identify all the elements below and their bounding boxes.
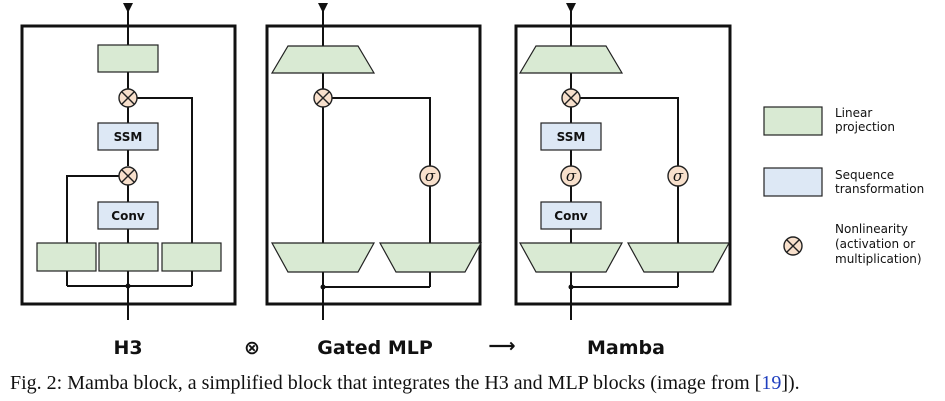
gated-mlp-input-linear-projection-left <box>270 242 376 273</box>
gated-mlp-output-linear-projection <box>270 45 376 74</box>
gated-mlp-junction-dot <box>320 284 326 290</box>
caption-suffix: ]). <box>781 372 800 394</box>
h3-title: H3 <box>113 337 142 359</box>
mamba-input-wire <box>570 272 679 320</box>
h3-lower-multiply-node <box>118 166 138 186</box>
h3-right-branch-wire <box>137 97 193 243</box>
gated-mlp-gate-wire <box>332 97 431 243</box>
mamba-gate-wire <box>580 97 679 243</box>
gated-mlp-input-wire <box>322 272 431 320</box>
gated-mlp-input-linear-projection-right <box>378 242 483 273</box>
mamba-input-linear-projection-right <box>626 242 731 273</box>
mamba-title: Mamba <box>587 337 665 359</box>
architecture-diagram: SSM Conv σ <box>20 3 924 359</box>
h3-ssm-box <box>97 122 159 151</box>
h3-junction-dot <box>125 283 131 289</box>
mamba-ssm-label: SSM <box>557 130 586 144</box>
mamba-junction-dot <box>568 284 574 290</box>
legend-linear-projection-swatch <box>763 106 823 136</box>
mamba-ssm-box <box>540 122 602 151</box>
h3-input-linear-projection-middle <box>98 242 159 272</box>
mamba-output-linear-projection <box>518 45 624 74</box>
h3-block: SSM Conv <box>20 3 237 320</box>
legend-sequence-line1: Sequence <box>835 168 894 182</box>
mamba-gate-sigma-label: σ <box>673 167 684 185</box>
citation-link[interactable]: 19 <box>761 372 782 394</box>
h3-left-branch-wire <box>66 175 119 243</box>
mamba-conv-box <box>540 201 602 230</box>
legend-nonlinearity-symbol <box>783 236 803 256</box>
legend-linear-line2: projection <box>835 120 895 134</box>
legend-nonlinearity-line1: Nonlinearity <box>835 222 908 236</box>
h3-conv-box <box>97 201 159 230</box>
mamba-main-sigma-node: σ <box>560 165 582 187</box>
legend-sequence-line2: transformation <box>835 182 924 196</box>
h3-upper-multiply-node <box>118 88 138 108</box>
legend-linear-line1: Linear <box>835 106 872 120</box>
h3-output-linear-projection <box>97 44 159 73</box>
caption-text: Fig. 2: Mamba block, a simplified block … <box>10 372 762 394</box>
mamba-conv-label: Conv <box>554 209 588 223</box>
gated-mlp-title: Gated MLP <box>317 337 433 359</box>
gated-mlp-sigma-node: σ <box>419 165 441 187</box>
mamba-multiply-node <box>561 88 581 108</box>
gated-mlp-sigma-label: σ <box>425 167 436 185</box>
gated-mlp-multiply-node <box>313 88 333 108</box>
combine-operator: ⊗ <box>244 337 260 359</box>
legend-nonlinearity-line2: (activation or <box>835 237 915 251</box>
gated-mlp-block: σ <box>265 3 483 320</box>
legend-sequence-transformation-swatch <box>763 167 823 197</box>
mamba-block: SSM Conv σ σ <box>514 3 732 320</box>
h3-conv-label: Conv <box>111 209 145 223</box>
h3-input-linear-projection-right <box>161 242 222 272</box>
mamba-gate-sigma-node: σ <box>667 165 689 187</box>
legend-nonlinearity-line3: multiplication) <box>835 252 922 266</box>
mamba-main-sigma-label: σ <box>566 167 577 185</box>
h3-input-linear-projection-left <box>36 242 97 272</box>
figure-caption: Fig. 2: Mamba block, a simplified block … <box>10 372 940 395</box>
result-arrow: ⟶ <box>488 335 515 357</box>
mamba-input-linear-projection-left <box>518 242 624 273</box>
legend: Linear projection Sequence transformatio… <box>763 106 924 266</box>
h3-ssm-label: SSM <box>114 130 143 144</box>
